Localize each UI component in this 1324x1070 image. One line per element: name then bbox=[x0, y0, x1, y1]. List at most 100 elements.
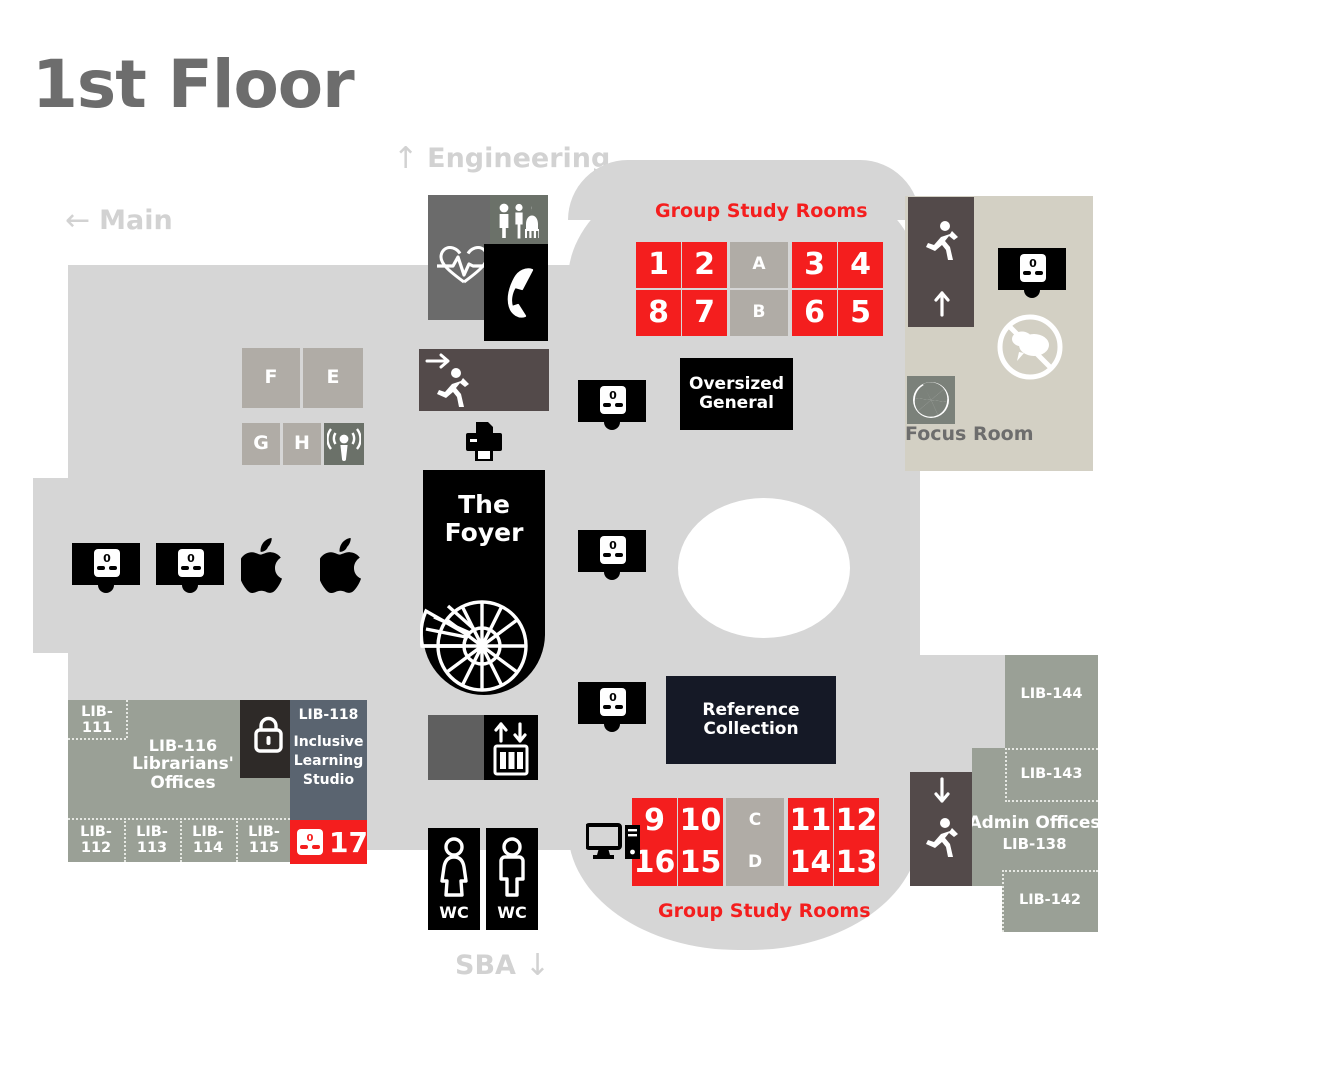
study-room-6[interactable]: 6 bbox=[792, 290, 837, 336]
inclusive-learning-studio[interactable]: LIB-118 Inclusive Learning Studio bbox=[290, 700, 367, 820]
room-divider bbox=[126, 700, 128, 738]
podcast-studio-tile[interactable] bbox=[324, 423, 364, 465]
room-lib-144-label: LIB-144 bbox=[1020, 685, 1083, 702]
the-foyer[interactable]: The Foyer bbox=[420, 470, 548, 695]
study-room-5[interactable]: 5 bbox=[838, 290, 883, 336]
study-room-11[interactable]: 11 bbox=[788, 798, 833, 844]
room-lib-142[interactable] bbox=[1002, 870, 1098, 932]
study-room-10[interactable]: 10 bbox=[678, 798, 723, 844]
room-lib-113[interactable]: LIB-113 bbox=[136, 823, 168, 856]
room-lib-111-label: LIB-111 bbox=[81, 703, 113, 736]
lock-icon bbox=[253, 714, 284, 754]
power-socket-icon: 0 bbox=[578, 682, 646, 740]
study-room-3[interactable]: 3 bbox=[792, 242, 837, 288]
admin-offices-code: LIB-138 bbox=[1002, 834, 1067, 853]
secure-store[interactable] bbox=[240, 700, 296, 778]
foyer-label: The Foyer bbox=[444, 490, 524, 547]
admin-offices-block[interactable] bbox=[972, 748, 1098, 886]
wayfinding-sba: SBA ↓ bbox=[455, 950, 550, 981]
telephone-tile[interactable] bbox=[484, 244, 548, 341]
power-socket-icon: 0 bbox=[578, 380, 646, 438]
room-lib-112[interactable]: LIB-112 bbox=[80, 823, 112, 856]
study-room-4[interactable]: 4 bbox=[838, 242, 883, 288]
wayfinding-engineering: ↑ Engineering bbox=[393, 143, 610, 174]
focus-room-label: Focus Room bbox=[905, 423, 1034, 445]
room-divider bbox=[124, 818, 126, 862]
arrow-left-icon: ← bbox=[65, 202, 91, 238]
arrow-down-icon: ↓ bbox=[524, 947, 551, 983]
fire-exit-west[interactable] bbox=[419, 349, 549, 411]
atrium-void bbox=[678, 498, 850, 638]
study-room-14[interactable]: 14 bbox=[788, 840, 833, 886]
wayfinding-sba-label: SBA bbox=[455, 950, 516, 981]
study-room-17-label: 17 bbox=[329, 825, 368, 859]
atrium-top-cap bbox=[568, 160, 920, 220]
study-room-17[interactable]: 0 17 bbox=[290, 820, 368, 864]
room-lib-143-label: LIB-143 bbox=[1020, 765, 1083, 782]
study-room-8[interactable]: 8 bbox=[636, 290, 681, 336]
power-socket-icon: 0 bbox=[578, 530, 646, 588]
male-restroom-icon bbox=[495, 836, 529, 898]
study-room-2[interactable]: 2 bbox=[682, 242, 727, 288]
study-room-f[interactable]: F bbox=[242, 348, 300, 408]
wayfinding-engineering-label: Engineering bbox=[427, 143, 611, 174]
desktop-computer-icon bbox=[586, 822, 642, 866]
study-room-g[interactable]: G bbox=[242, 423, 280, 465]
arrow-up-icon: ↑ bbox=[393, 140, 419, 176]
restroom-female-label: WC bbox=[439, 903, 469, 923]
page-title: 1st Floor bbox=[32, 46, 355, 123]
admin-offices-label: Admin Offices bbox=[968, 813, 1101, 834]
study-room-1[interactable]: 1 bbox=[636, 242, 681, 288]
svg-text:0: 0 bbox=[103, 552, 111, 565]
fire-exit-northeast[interactable] bbox=[908, 197, 974, 327]
librarians-offices-block[interactable] bbox=[68, 700, 240, 818]
running-person-icon bbox=[920, 816, 962, 858]
lift-zone[interactable] bbox=[428, 715, 538, 780]
wayfinding-main: ← Main bbox=[65, 205, 173, 236]
camera-aperture-icon bbox=[911, 380, 951, 420]
study-room-7[interactable]: 7 bbox=[682, 290, 727, 336]
svg-text:0: 0 bbox=[609, 539, 617, 552]
study-room-c[interactable]: C bbox=[726, 798, 784, 844]
study-room-a[interactable]: A bbox=[730, 242, 788, 288]
study-room-h[interactable]: H bbox=[283, 423, 321, 465]
room-divider bbox=[68, 738, 126, 740]
oversized-general[interactable]: Oversized General bbox=[680, 358, 793, 430]
study-room-12[interactable]: 12 bbox=[834, 798, 879, 844]
lift-icon bbox=[490, 719, 532, 777]
study-room-15[interactable]: 15 bbox=[678, 840, 723, 886]
power-socket-icon: 0 bbox=[72, 543, 140, 601]
study-room-e[interactable]: E bbox=[303, 348, 363, 408]
restroom-female[interactable]: WC bbox=[428, 828, 480, 930]
power-socket-icon: 0 bbox=[998, 248, 1066, 306]
camera-aperture-tile[interactable] bbox=[907, 376, 955, 424]
reference-collection[interactable]: Reference Collection bbox=[666, 676, 836, 764]
running-person-icon bbox=[920, 219, 962, 261]
group-study-rooms-bottom-label: Group Study Rooms bbox=[658, 900, 871, 922]
study-room-d[interactable]: D bbox=[726, 840, 784, 886]
room-lib-114[interactable]: LIB-114 bbox=[192, 823, 224, 856]
prayer-room-tile[interactable] bbox=[490, 195, 548, 245]
fire-exit-up-icon bbox=[932, 289, 952, 317]
spiral-staircase-icon bbox=[420, 593, 548, 693]
restroom-male[interactable]: WC bbox=[486, 828, 538, 930]
room-lib-143[interactable] bbox=[1005, 748, 1098, 802]
study-room-13[interactable]: 13 bbox=[834, 840, 879, 886]
group-study-rooms-top-label: Group Study Rooms bbox=[655, 200, 868, 222]
lift-tile[interactable] bbox=[484, 715, 538, 780]
lib-bottom-row bbox=[68, 818, 290, 862]
room-divider bbox=[236, 818, 238, 862]
room-lib-115[interactable]: LIB-115 bbox=[248, 823, 280, 856]
svg-text:0: 0 bbox=[187, 552, 195, 565]
svg-text:0: 0 bbox=[609, 389, 617, 402]
room-lib-144[interactable] bbox=[1005, 655, 1098, 748]
fire-exit-southeast[interactable] bbox=[910, 772, 972, 886]
power-socket-icon: 0 bbox=[295, 828, 325, 856]
room-lib-142-label: LIB-142 bbox=[1019, 891, 1081, 908]
telephone-icon bbox=[494, 264, 540, 322]
apple-logo-icon bbox=[320, 538, 364, 594]
study-room-b[interactable]: B bbox=[730, 290, 788, 336]
study-room-16[interactable]: 16 bbox=[632, 840, 677, 886]
power-socket-icon: 0 bbox=[156, 543, 224, 601]
female-restroom-icon bbox=[437, 836, 471, 898]
